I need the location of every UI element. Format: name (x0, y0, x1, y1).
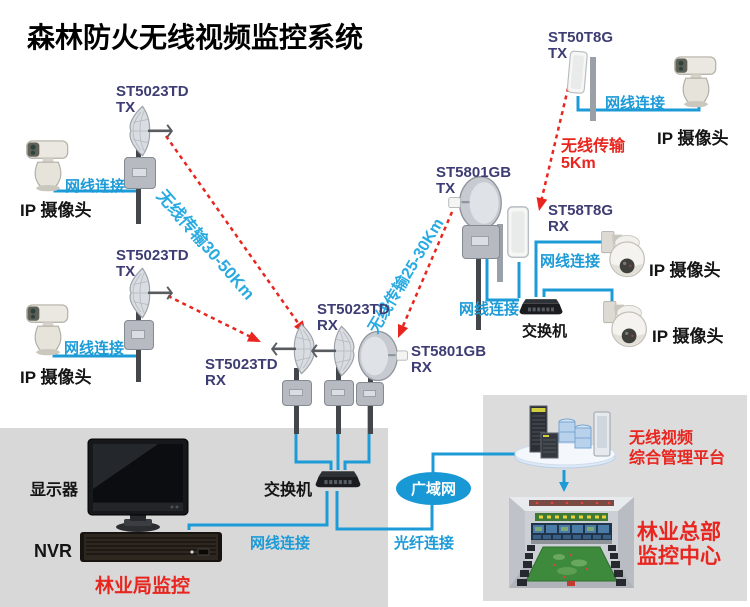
switch-device-bureau (314, 466, 362, 491)
model-text: ST58T8G (548, 202, 614, 219)
label-nvr: NVR (34, 541, 73, 561)
label-ip-camera-5: IP 摄像头 (652, 327, 724, 346)
label-ip-camera-4: IP 摄像头 (649, 261, 721, 280)
panel-antenna-st58t8g-icon (505, 202, 533, 264)
label-st5023td-tx-1: ST5023TD TX (116, 84, 189, 116)
port-text: RX (205, 372, 226, 389)
radio-unit (324, 380, 354, 406)
label-wireless-5km: 无线传输 5Km (561, 138, 625, 172)
label-ip-camera-3: IP 摄像头 (657, 129, 729, 148)
antenna-pole (590, 57, 596, 121)
label-st5023td-rx-2: ST5023TD RX (317, 302, 390, 334)
radio-unit (462, 225, 500, 259)
radio-unit (356, 382, 384, 406)
label-switch-relay: 交换机 (522, 323, 568, 340)
label-monitor: 显示器 (30, 482, 79, 499)
label-st58t8g-rx: ST58T8G RX (548, 203, 613, 235)
radio-unit (282, 380, 312, 406)
label-bureau-monitoring: 林业局监控 (95, 576, 191, 597)
label-lan-3: 网线连接 (459, 301, 520, 318)
management-platform-servers-icon (512, 402, 618, 470)
label-st50t8g-tx: ST50T8G TX (548, 30, 613, 62)
label-lan-2: 网线连接 (64, 340, 125, 357)
wireless-5km-line1: 无线传输 (561, 138, 626, 155)
model-text: ST5023TD (205, 356, 278, 373)
label-st5801gb-tx: ST5801GB TX (436, 165, 511, 197)
label-lan-6: 网线连接 (250, 535, 311, 552)
dish-antenna-rx-icon (356, 328, 410, 384)
label-headquarters: 林业总部 监控中心 (637, 521, 721, 569)
label-lan-1: 网线连接 (65, 178, 126, 195)
radio-unit (124, 320, 154, 350)
monitor-icon (86, 437, 190, 533)
hq-line1: 林业总部 (637, 521, 721, 544)
port-text: RX (317, 317, 338, 334)
label-ip-camera-2: IP 摄像头 (20, 368, 92, 387)
label-fiber-link: 光纤连接 (394, 535, 455, 552)
antenna-pole (497, 224, 503, 282)
dome-camera-1-icon (600, 228, 646, 284)
control-room-photo (509, 497, 634, 588)
label-switch-bureau: 交换机 (264, 482, 313, 499)
bureau-panel (0, 428, 388, 607)
ptz-camera-3-icon (670, 50, 722, 108)
port-text: TX (116, 99, 136, 116)
label-st5801gb-rx: ST5801GB RX (411, 344, 486, 376)
arrowhead-wireless-4 (536, 197, 548, 211)
platform-line2: 综合管理平台 (629, 450, 726, 467)
wireless-5km-line2: 5Km (561, 155, 596, 172)
label-st5023td-tx-2: ST5023TD TX (116, 248, 189, 280)
label-st5023td-rx-1: ST5023TD RX (205, 357, 278, 389)
model-text: ST5801GB (436, 164, 512, 181)
port-text: TX (548, 45, 568, 62)
model-text: ST5023TD (116, 83, 189, 100)
radio-unit (124, 157, 156, 189)
dome-camera-2-icon (602, 296, 648, 356)
label-ip-camera-1: IP 摄像头 (20, 201, 92, 220)
label-lan-5: 网线连接 (605, 95, 666, 112)
port-text: RX (548, 218, 569, 235)
switch-device-relay (518, 294, 564, 318)
page-title: 森林防火无线视频监控系统 (27, 22, 364, 53)
port-text: RX (411, 359, 432, 376)
nvr-icon (80, 530, 222, 564)
platform-line1: 无线视频 (629, 430, 694, 447)
antenna-pole (476, 225, 481, 330)
port-text: TX (116, 263, 136, 280)
port-text: TX (436, 180, 456, 197)
hq-line2: 监控中心 (637, 545, 721, 568)
arrowhead-wireless-2 (246, 331, 261, 342)
model-text: ST5023TD (116, 247, 189, 264)
model-text: ST5023TD (317, 301, 390, 318)
model-text: ST5801GB (411, 343, 487, 360)
model-text: ST50T8G (548, 29, 614, 46)
label-platform: 无线视频 综合管理平台 (629, 429, 725, 469)
wan-cloud: 广域网 (396, 472, 471, 505)
label-lan-4: 网线连接 (540, 253, 601, 270)
wan-text: 广域网 (410, 481, 456, 498)
